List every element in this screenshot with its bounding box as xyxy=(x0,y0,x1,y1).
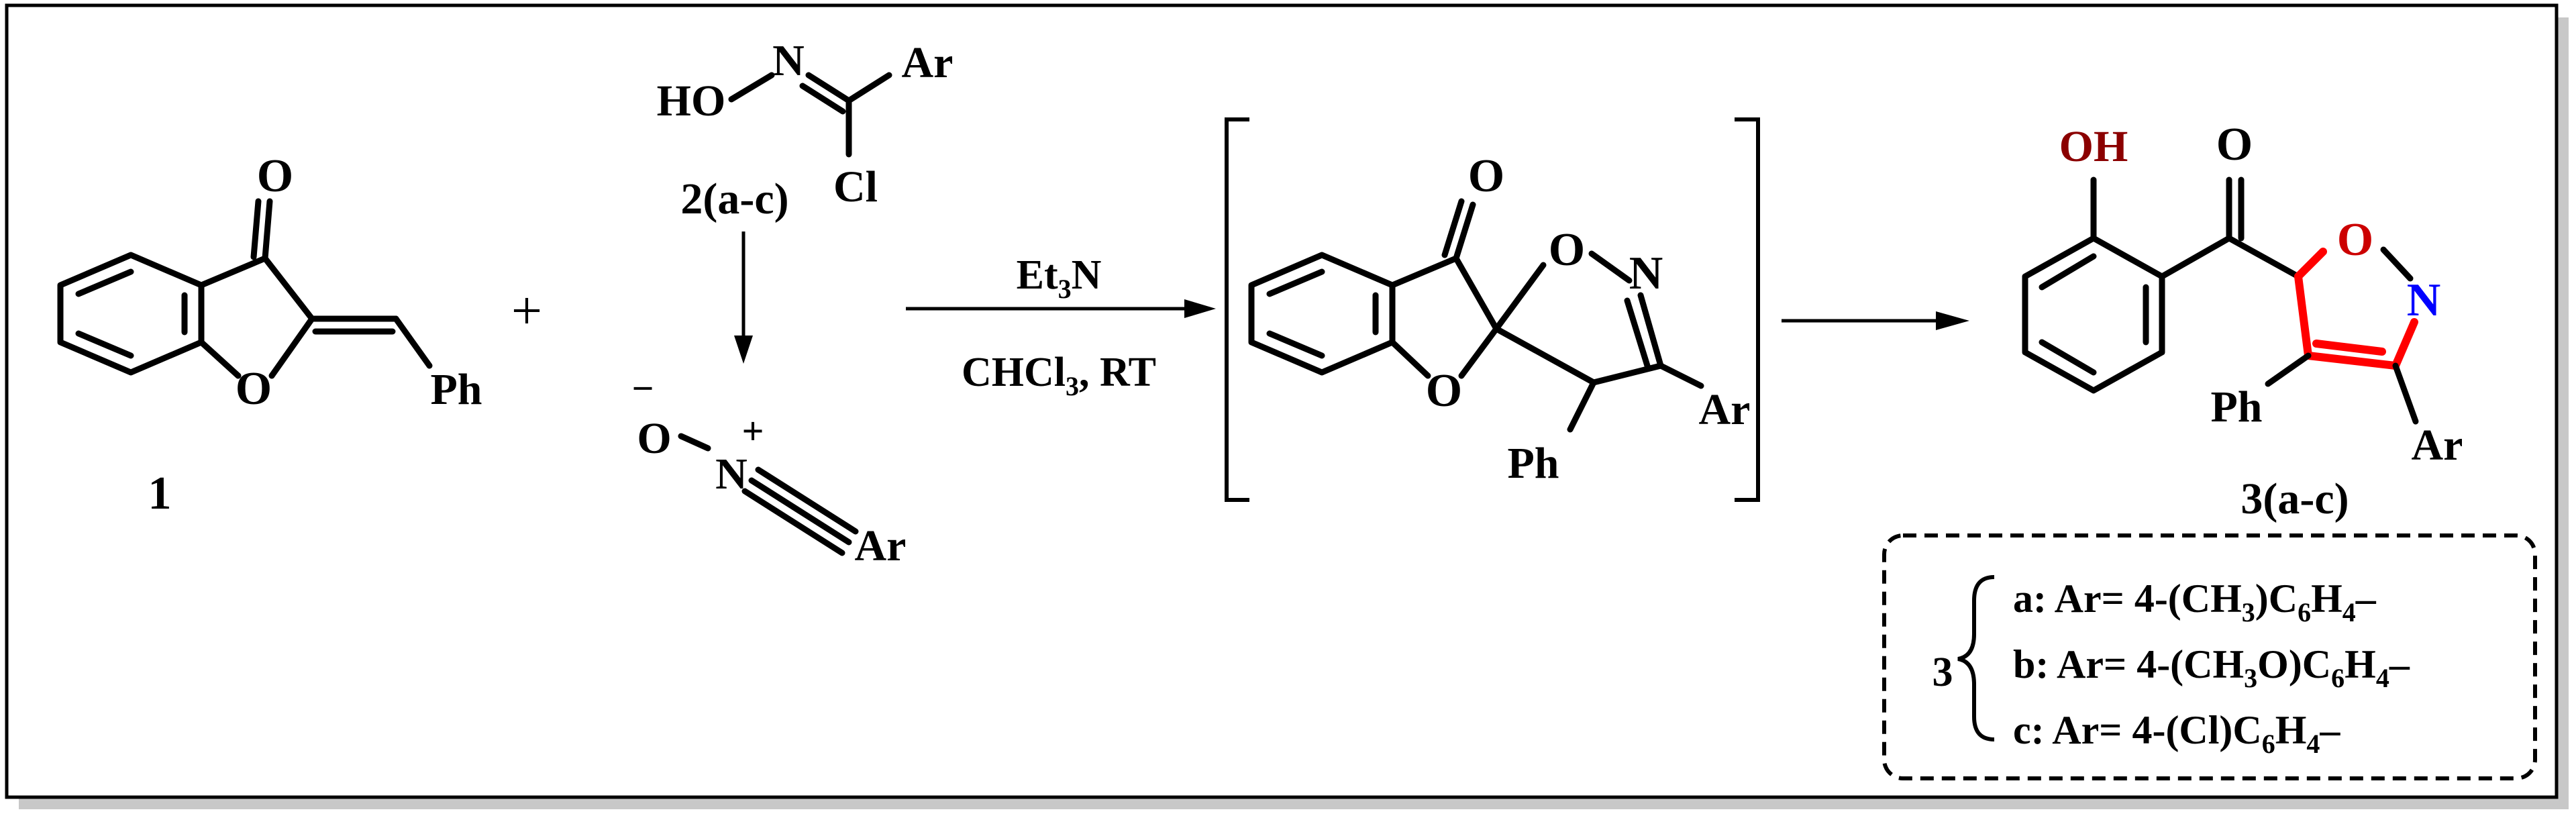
legend-entry-b: b: Ar= 4-(CH3O)C6H4– xyxy=(2013,642,2410,693)
intermediate-structure xyxy=(1248,198,1704,433)
compound-1-number: 1 xyxy=(148,468,172,519)
nitrile-oxide-aryl: Ar xyxy=(855,521,907,570)
intermediate-isoxazoline-n: N xyxy=(1629,248,1663,299)
intermediate-isoxazoline-o: O xyxy=(1549,224,1585,276)
product-ring-o: O xyxy=(2337,214,2373,266)
intermediate-aryl: Ar xyxy=(1699,385,1751,434)
nitrile-oxide-nitrogen: N xyxy=(715,450,748,499)
product-ring-n: N xyxy=(2407,274,2441,326)
intermediate-carbonyl-o: O xyxy=(1468,150,1504,202)
compound-2-aryl: Ar xyxy=(902,38,954,87)
reagent-base: Et3N xyxy=(1017,252,1102,304)
compound-2-nitrogen: N xyxy=(772,36,805,85)
intermediate-brackets xyxy=(1225,117,1760,502)
legend-entry-a: a: Ar= 4-(CH3)C6H4– xyxy=(2013,576,2377,627)
substituent-legend-box xyxy=(1882,533,2537,780)
product-phenyl: Ph xyxy=(2210,382,2262,431)
compound-2-structure xyxy=(728,72,892,158)
product-hydroxyl: OH xyxy=(2059,122,2128,171)
generation-arrow-head xyxy=(734,336,753,364)
legend-brace xyxy=(1957,575,1995,741)
product-carbonyl-o: O xyxy=(2216,119,2253,170)
compound-1-phenyl: Ph xyxy=(430,365,482,414)
nitrile-oxide-nitrogen-charge: + xyxy=(741,409,764,453)
compound-2-label: 2(a-c) xyxy=(680,174,788,223)
reaction-arrow-head xyxy=(1184,299,1216,318)
plus-sign: + xyxy=(511,280,542,341)
legend-compound-number: 3 xyxy=(1933,650,1953,695)
product-label: 3(a-c) xyxy=(2240,474,2349,523)
compound-1-carbonyl-o: O xyxy=(257,150,293,202)
scheme-frame xyxy=(5,3,2559,799)
product-arrow-head xyxy=(1936,311,1969,330)
nitrile-oxide-oxygen-charge: − xyxy=(631,366,654,410)
product-isoxazole-ring xyxy=(2294,248,2418,370)
nitrile-oxide-structure xyxy=(678,433,859,556)
product-structure xyxy=(2022,176,2302,394)
product-aryl: Ar xyxy=(2412,421,2463,470)
compound-2-hydroxyl: HO xyxy=(657,76,726,125)
product-isoxazole-on xyxy=(2265,246,2419,425)
intermediate-furan-o: O xyxy=(1426,365,1462,417)
legend-entry-c: c: Ar= 4-(Cl)C6H4– xyxy=(2013,708,2340,759)
nitrile-oxide-oxygen: O xyxy=(637,414,671,463)
intermediate-phenyl: Ph xyxy=(1507,439,1559,488)
compound-1-structure xyxy=(57,198,433,379)
reagent-solvent: CHCl3, RT xyxy=(962,350,1156,401)
compound-1-ring-o: O xyxy=(236,363,272,415)
compound-2-chloro: Cl xyxy=(833,162,878,211)
